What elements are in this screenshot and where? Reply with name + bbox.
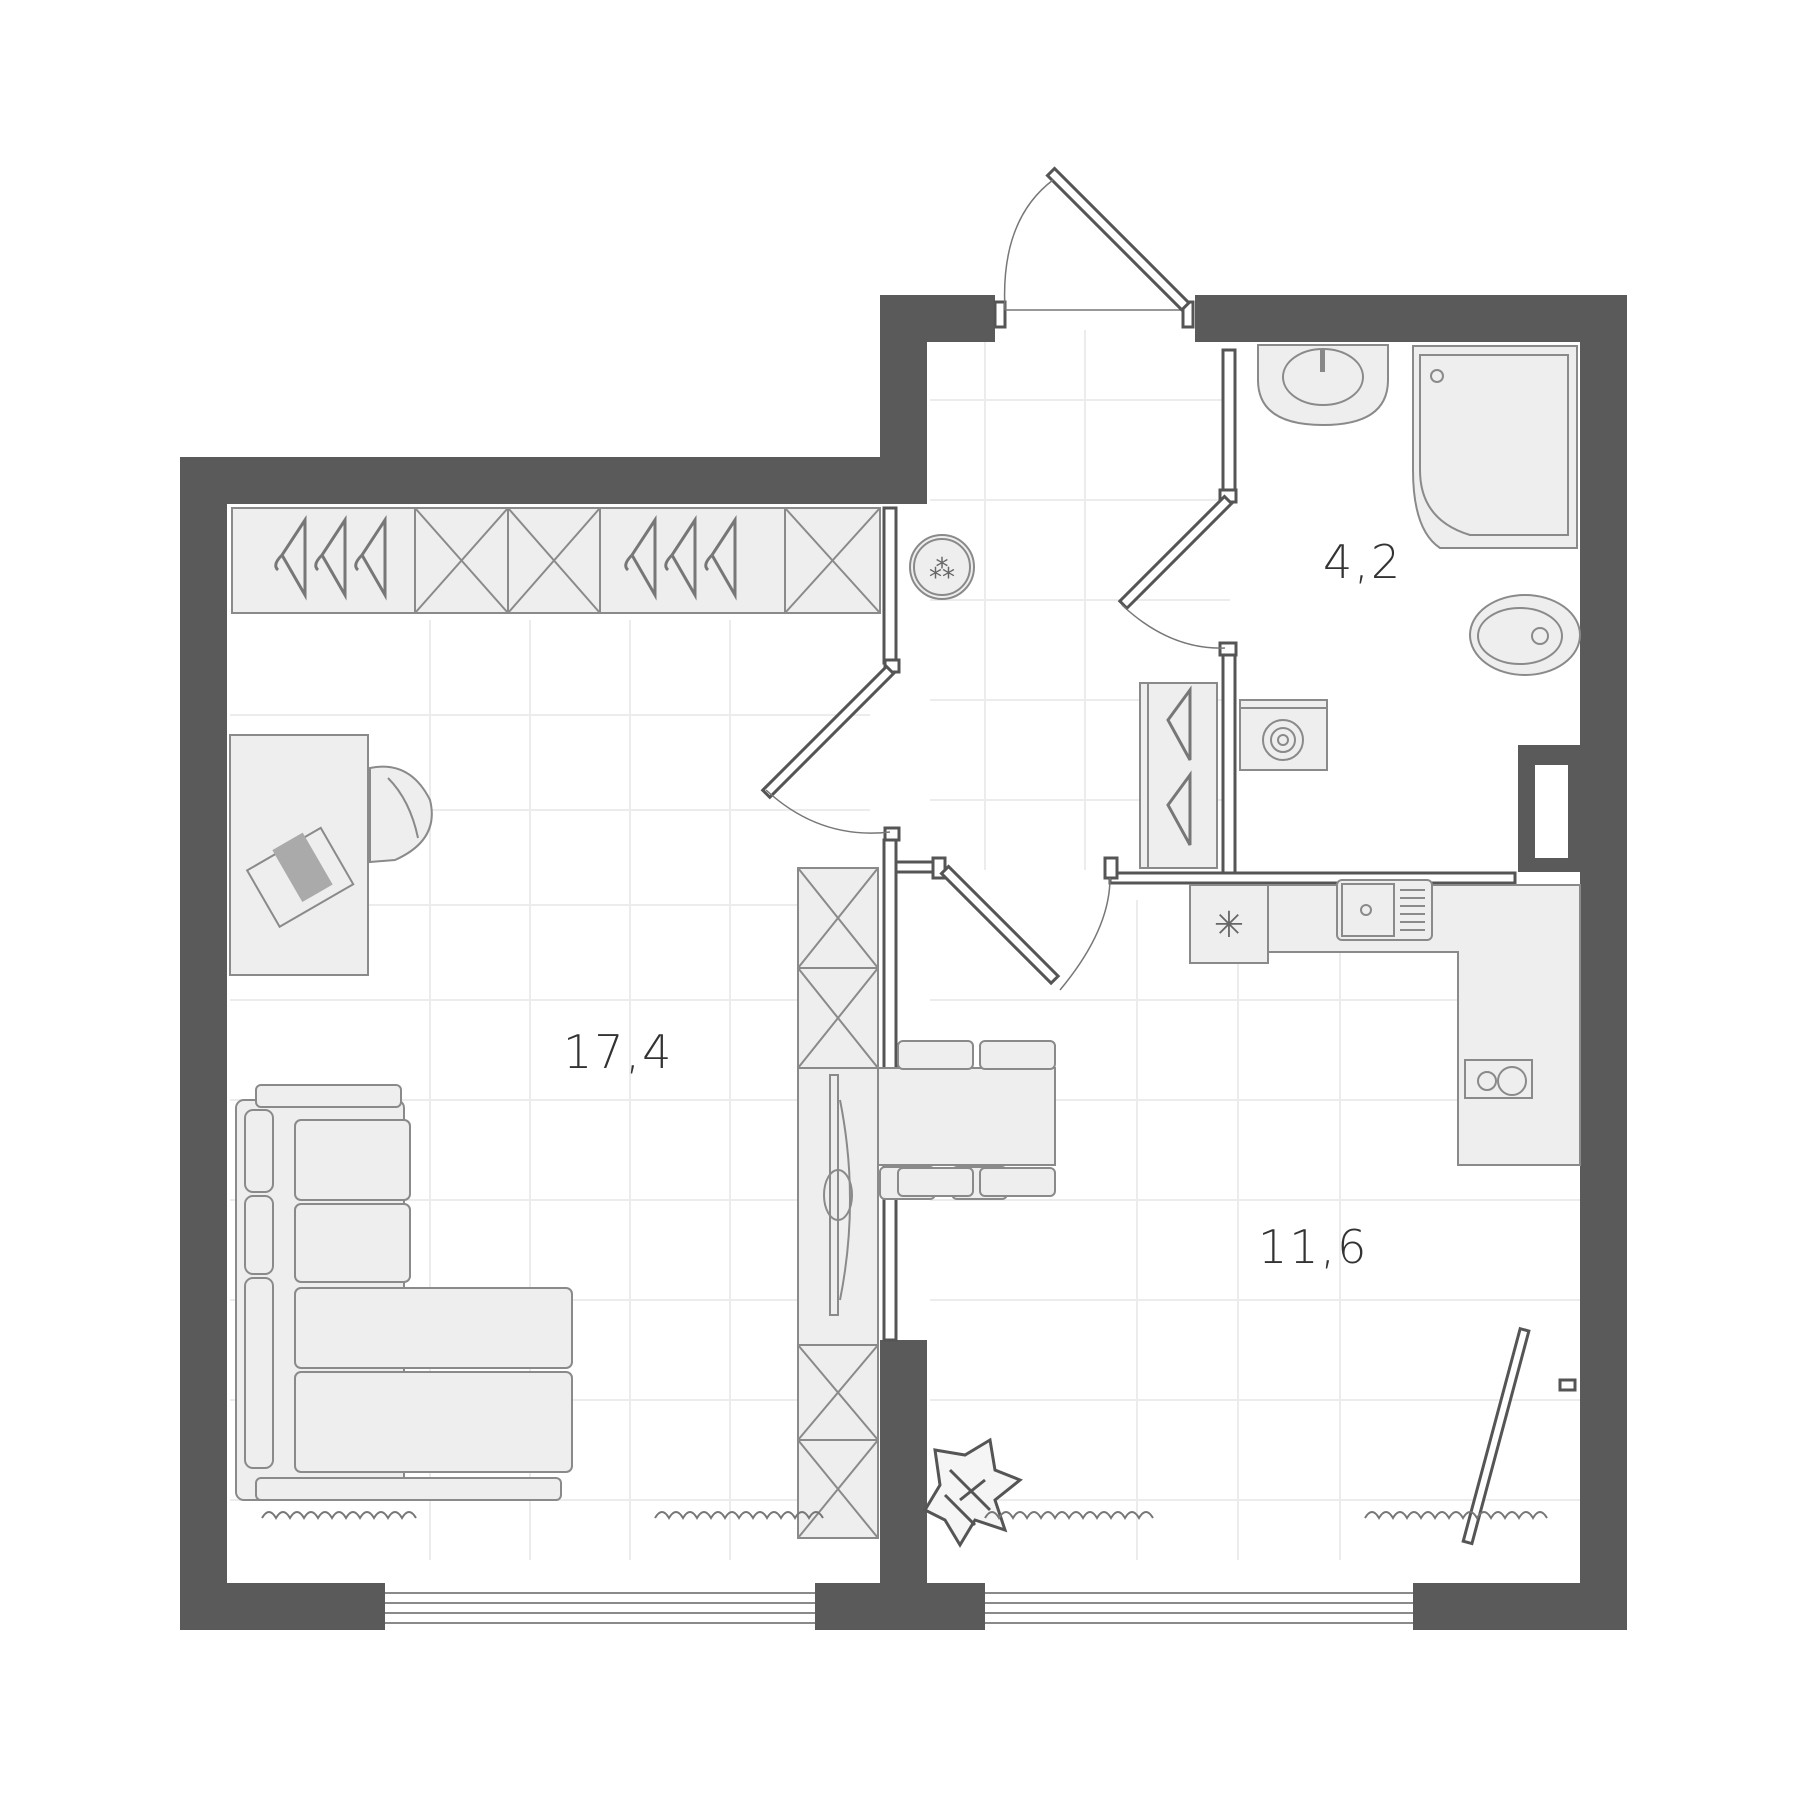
balcony-door[interactable] (1461, 1326, 1577, 1546)
hallway-wardrobe (1139, 682, 1218, 869)
office-chair-icon (369, 765, 433, 864)
windows (385, 1583, 1413, 1630)
round-rug: ⁂ (909, 534, 975, 600)
exterior-walls (180, 295, 1627, 1630)
wardrobe (231, 507, 881, 614)
plant-icon (922, 1437, 1023, 1548)
tv-icon (823, 1074, 853, 1316)
bedroom-door[interactable] (760, 658, 901, 842)
bathroom-door[interactable] (1117, 488, 1238, 657)
kitchen-door[interactable] (931, 856, 1119, 991)
dining-table (877, 1040, 1056, 1200)
laptop-icon (245, 826, 355, 929)
fridge: ✳ (1189, 884, 1269, 964)
corner-sofa (235, 1084, 573, 1501)
washbasin (1257, 344, 1389, 427)
room-area-living-room: 17,4 (563, 1025, 674, 1079)
radiators (261, 1511, 1548, 1520)
hanger-icon (274, 514, 737, 601)
entrance-door[interactable] (993, 166, 1195, 329)
sink (1336, 879, 1433, 941)
shower-tray (1412, 345, 1578, 549)
cooktop (1464, 1059, 1533, 1099)
tv-cabinet (797, 867, 879, 1539)
room-area-bathroom: 4,2 (1323, 535, 1403, 589)
svg-text:⁂: ⁂ (929, 555, 955, 585)
desk (229, 734, 433, 976)
hanger-icon (1166, 685, 1192, 846)
room-area-kitchen: 11,6 (1258, 1220, 1369, 1274)
kitchen-counter: ✳ (1189, 879, 1581, 1166)
toilet (1469, 594, 1581, 676)
svg-text:✳: ✳ (1214, 905, 1244, 946)
washing-machine (1239, 699, 1328, 771)
